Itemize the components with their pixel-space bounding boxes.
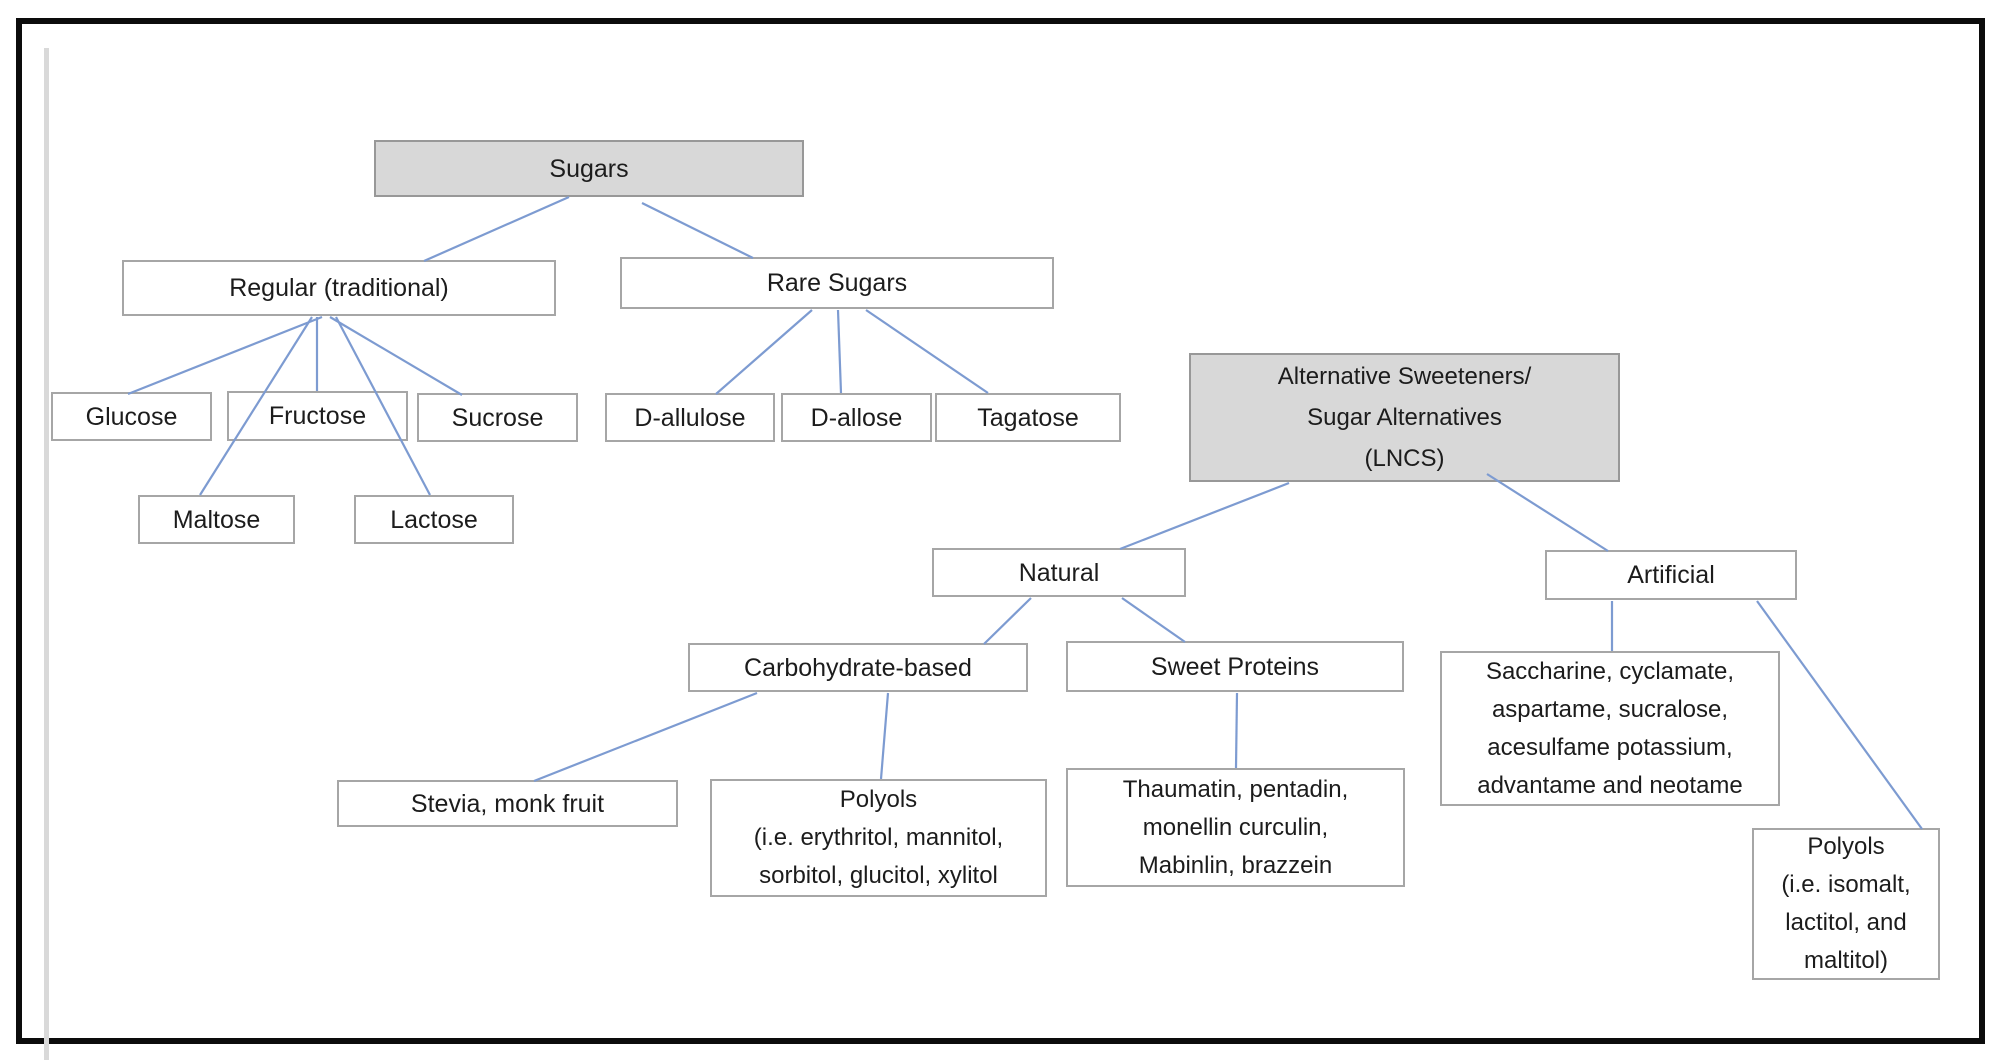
edge-sweet-proteins-to-sweet-protein-examples bbox=[1234, 692, 1239, 769]
edge-carbohydrate-based-to-polyols-natural bbox=[879, 692, 890, 780]
node-polyols-artificial: Polyols (i.e. isomalt, lactitol, and mal… bbox=[1752, 828, 1940, 980]
node-glucose: Glucose bbox=[51, 392, 212, 441]
node-artificial-examples: Saccharine, cyclamate, aspartame, sucral… bbox=[1440, 651, 1780, 806]
node-sweet-protein-examples: Thaumatin, pentadin, monellin curculin, … bbox=[1066, 768, 1405, 887]
node-d-allulose: D-allulose bbox=[605, 393, 775, 442]
edge-sugars-to-regular-traditional bbox=[423, 195, 570, 263]
node-polyols-natural: Polyols (i.e. erythritol, mannitol, sorb… bbox=[710, 779, 1047, 897]
node-artificial: Artificial bbox=[1545, 550, 1797, 600]
edge-natural-to-sweet-proteins bbox=[1121, 597, 1186, 643]
node-sweet-proteins: Sweet Proteins bbox=[1066, 641, 1404, 692]
node-regular-traditional: Regular (traditional) bbox=[122, 260, 556, 316]
frame-inner-strip bbox=[44, 48, 49, 1060]
node-d-allose: D-allose bbox=[781, 393, 932, 442]
node-fructose: Fructose bbox=[227, 391, 408, 441]
node-rare-sugars: Rare Sugars bbox=[620, 257, 1054, 309]
edge-alternative-sweeteners-to-artificial bbox=[1486, 473, 1609, 552]
edge-regular-traditional-to-glucose bbox=[127, 315, 323, 396]
edge-rare-sugars-to-d-allose bbox=[836, 309, 843, 394]
edge-rare-sugars-to-d-allulose bbox=[715, 309, 813, 395]
node-sugars: Sugars bbox=[374, 140, 804, 197]
node-stevia-monk-fruit: Stevia, monk fruit bbox=[337, 780, 678, 827]
edge-sugars-to-rare-sugars bbox=[641, 202, 754, 259]
edge-alternative-sweeteners-to-natural bbox=[1119, 481, 1290, 551]
node-natural: Natural bbox=[932, 548, 1186, 597]
node-sucrose: Sucrose bbox=[417, 393, 578, 442]
node-tagatose: Tagatose bbox=[935, 393, 1121, 442]
node-alternative-sweeteners: Alternative Sweeteners/ Sugar Alternativ… bbox=[1189, 353, 1620, 482]
edge-rare-sugars-to-tagatose bbox=[865, 309, 989, 394]
edge-carbohydrate-based-to-stevia-monk-fruit bbox=[533, 691, 758, 783]
node-lactose: Lactose bbox=[354, 495, 514, 544]
node-maltose: Maltose bbox=[138, 495, 295, 544]
edge-regular-traditional-to-sucrose bbox=[329, 316, 463, 396]
node-carbohydrate-based: Carbohydrate-based bbox=[688, 643, 1028, 692]
edge-natural-to-carbohydrate-based bbox=[983, 597, 1032, 645]
edge-artificial-to-polyols-artificial bbox=[1756, 600, 1923, 830]
